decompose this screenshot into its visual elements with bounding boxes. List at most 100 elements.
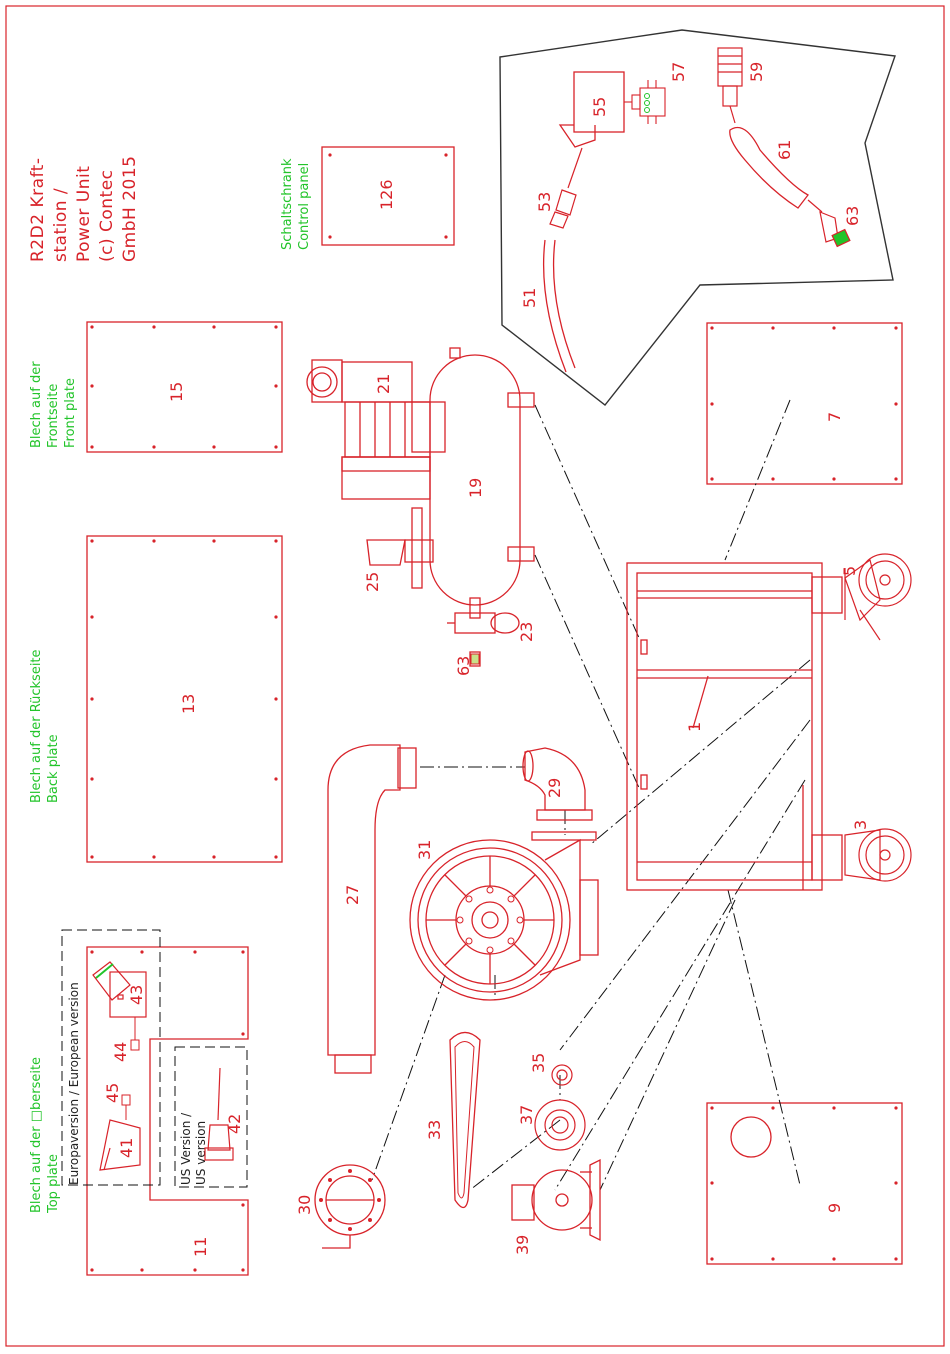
label-part-13: 13 <box>179 694 198 714</box>
socket-41 <box>99 1119 141 1171</box>
plate-holes <box>90 153 898 1272</box>
assembly-lines <box>371 399 811 1191</box>
plate-126 <box>321 146 455 246</box>
plate-15 <box>86 321 283 453</box>
label-part-63-lower: 63 <box>454 656 473 676</box>
label-part-31: 31 <box>415 840 434 860</box>
label-part-59: 59 <box>747 62 766 82</box>
label-part-3: 3 <box>851 820 870 830</box>
hose-61 <box>729 126 809 209</box>
plug-59 <box>717 47 743 124</box>
title-line-4: (c) Contec <box>97 169 117 262</box>
label-part-25: 25 <box>363 572 382 592</box>
label-part-15: 15 <box>167 382 186 402</box>
notes: Schaltschrank Control panel Blech auf de… <box>29 158 312 1214</box>
plate-7 <box>706 322 903 485</box>
flange-30-bolts <box>319 1169 381 1231</box>
connector-57-pins <box>644 93 650 113</box>
part-numbers: 126 15 13 7 9 11 19 21 25 23 63 1 5 3 29… <box>103 62 870 1257</box>
drawing-frame <box>5 5 945 1347</box>
label-part-51: 51 <box>520 288 539 308</box>
title-line-1: R2D2 Kraft- <box>28 158 48 262</box>
label-part-57: 57 <box>669 62 688 82</box>
note-us-version-1: US Version / <box>179 1112 193 1185</box>
label-part-53: 53 <box>535 192 554 212</box>
label-part-35: 35 <box>529 1053 548 1073</box>
flange-30 <box>314 1164 386 1249</box>
label-part-126: 126 <box>377 179 396 210</box>
title-line-5: GmbH 2015 <box>120 156 140 262</box>
note-front-plate-1: Blech auf der <box>29 361 44 448</box>
plate-9-opening <box>730 1116 772 1158</box>
note-control-panel-1: Schaltschrank <box>280 158 295 250</box>
pulley-37 <box>534 1099 586 1151</box>
note-top-plate-2: Top plate <box>46 1154 61 1214</box>
label-part-5: 5 <box>840 566 859 576</box>
fitting-63-upper <box>807 199 851 248</box>
duct-27 <box>327 744 417 1074</box>
label-part-39: 39 <box>513 1235 532 1255</box>
note-front-plate-3: Front plate <box>63 378 78 448</box>
note-front-plate-2: Frontseite <box>46 384 61 448</box>
label-part-29: 29 <box>545 778 564 798</box>
fitting-63-lower <box>470 653 480 665</box>
label-part-19: 19 <box>466 478 485 498</box>
title-block: R2D2 Kraft- station / Power Unit (c) Con… <box>28 156 140 262</box>
european-version-box <box>61 929 161 1186</box>
plates <box>86 146 903 1276</box>
note-back-plate-2: Back plate <box>46 734 61 803</box>
label-part-27: 27 <box>343 885 362 905</box>
blower-bolts <box>456 886 524 954</box>
label-part-45: 45 <box>103 1083 122 1103</box>
label-part-43: 43 <box>127 985 146 1005</box>
label-part-11: 11 <box>191 1237 210 1257</box>
belt-33 <box>449 1031 481 1209</box>
label-part-33: 33 <box>425 1120 444 1140</box>
connector-57 <box>624 80 666 124</box>
title-line-2: station / <box>51 188 71 262</box>
caster-5 <box>844 553 912 641</box>
blower-31 <box>409 838 599 1001</box>
control-panel-cutout <box>499 29 896 406</box>
label-part-61: 61 <box>775 140 794 160</box>
label-part-42: 42 <box>225 1114 244 1134</box>
note-us-version-2: US version <box>194 1121 208 1185</box>
plate-9 <box>706 1102 903 1265</box>
label-part-7: 7 <box>825 412 844 422</box>
note-top-plate-1: Blech auf der □berseite <box>29 1057 44 1213</box>
hose-51-inner <box>552 239 576 369</box>
note-back-plate-1: Blech auf der Rückseite <box>29 649 44 803</box>
fittings-44-45 <box>121 1017 140 1120</box>
title-line-3: Power Unit <box>74 166 94 262</box>
label-part-9: 9 <box>825 1203 844 1213</box>
version-boxes <box>61 929 248 1188</box>
label-part-23: 23 <box>517 622 536 642</box>
us-version-box <box>174 1046 248 1188</box>
caster-3 <box>844 828 912 882</box>
label-part-55: 55 <box>590 97 609 117</box>
gland-53 <box>549 147 583 229</box>
plate-11 <box>86 946 249 1276</box>
belt-33-inner <box>454 1041 475 1199</box>
label-part-30: 30 <box>295 1195 314 1215</box>
pulley-35 <box>551 1064 573 1086</box>
hose-51 <box>542 239 567 373</box>
elbow-29 <box>522 747 597 841</box>
plug-42 <box>204 1067 234 1161</box>
note-european-version: Europaversion / European version <box>67 982 81 1185</box>
plate-13 <box>86 535 283 863</box>
note-control-panel-2: Control panel <box>297 163 312 250</box>
main-frame <box>626 562 843 891</box>
label-part-63-upper: 63 <box>843 206 862 226</box>
label-part-21: 21 <box>374 374 393 394</box>
label-part-1: 1 <box>685 722 704 732</box>
motor-39 <box>511 1158 601 1242</box>
socket-43 <box>92 961 147 1018</box>
motor-21 <box>306 359 446 500</box>
label-part-37: 37 <box>517 1105 536 1125</box>
label-part-44: 44 <box>111 1042 130 1062</box>
valve-25 <box>366 507 434 589</box>
tank-19 <box>429 347 535 606</box>
label-part-41: 41 <box>117 1138 136 1158</box>
